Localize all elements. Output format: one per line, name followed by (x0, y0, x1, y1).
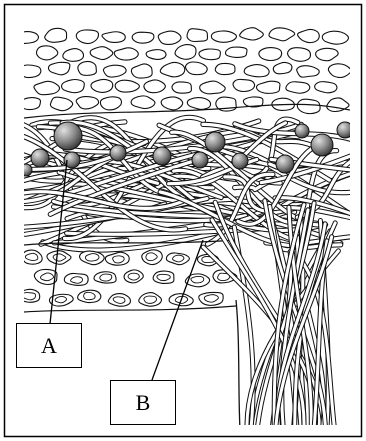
upper-cell (185, 62, 207, 75)
upper-cell (233, 79, 255, 91)
sphere-cell (311, 134, 333, 156)
upper-cell (146, 50, 166, 60)
upper-cell (172, 82, 191, 93)
label-a: A (16, 323, 82, 368)
upper-cell (244, 65, 269, 77)
upper-cell (131, 64, 152, 78)
upper-cell (36, 46, 57, 60)
upper-cell (175, 45, 196, 60)
sphere-cell (192, 152, 208, 168)
upper-cell (90, 47, 113, 60)
upper-cell (286, 82, 310, 93)
upper-cell (259, 48, 282, 61)
upper-cell (160, 62, 185, 76)
upper-cell (225, 47, 247, 57)
upper-cell (200, 81, 226, 94)
label-b: B (110, 380, 176, 425)
upper-cell (62, 80, 85, 93)
upper-cell (144, 80, 165, 93)
upper-cell (315, 82, 337, 93)
upper-cell (100, 97, 121, 110)
upper-cell (328, 64, 351, 78)
sphere-cell (205, 132, 225, 152)
bottom-edge-line (24, 306, 236, 312)
upper-cell (298, 29, 320, 42)
upper-cell (215, 63, 235, 74)
upper-cell (114, 48, 138, 60)
upper-cell (131, 96, 155, 109)
upper-cell (115, 80, 139, 92)
upper-cell (50, 97, 72, 111)
upper-cell (78, 61, 97, 75)
upper-cell (63, 49, 84, 62)
upper-cell (132, 32, 154, 43)
sphere-cell (337, 122, 353, 138)
upper-cell (161, 97, 183, 110)
sphere-cell (276, 155, 294, 173)
upper-cell (240, 28, 264, 40)
upper-cell (34, 81, 60, 94)
sphere-cell (110, 145, 126, 161)
upper-cell (288, 48, 311, 62)
label-a-text: A (41, 333, 57, 359)
upper-cell (102, 32, 125, 43)
sphere-cell (232, 153, 248, 169)
upper-cell (273, 62, 292, 73)
upper-cell (103, 65, 126, 77)
upper-cell (45, 28, 67, 42)
sphere-cell (20, 164, 32, 176)
upper-cell (297, 66, 320, 77)
upper-cell (187, 29, 208, 42)
sphere-cell (153, 147, 171, 165)
upper-cell (257, 81, 281, 93)
upper-cell-layer (16, 28, 351, 118)
bundle-edge-left (236, 300, 240, 430)
upper-cell (199, 49, 220, 60)
upper-cell (20, 98, 41, 110)
upper-cell (316, 48, 339, 60)
upper-cell (211, 31, 236, 42)
upper-cell (322, 31, 348, 44)
upper-cell (297, 99, 320, 113)
upper-cell (187, 98, 210, 110)
upper-cell (76, 30, 98, 44)
sphere-cell (31, 149, 49, 167)
upper-cell (158, 31, 181, 44)
upper-cell (16, 32, 39, 44)
upper-cell (48, 62, 69, 74)
upper-cell (269, 28, 295, 41)
upper-cell (19, 65, 41, 78)
upper-cell (91, 79, 113, 92)
upper-cell (76, 97, 98, 109)
sphere-cell (295, 124, 309, 138)
label-b-text: B (136, 390, 151, 416)
sphere-cell (54, 122, 82, 150)
